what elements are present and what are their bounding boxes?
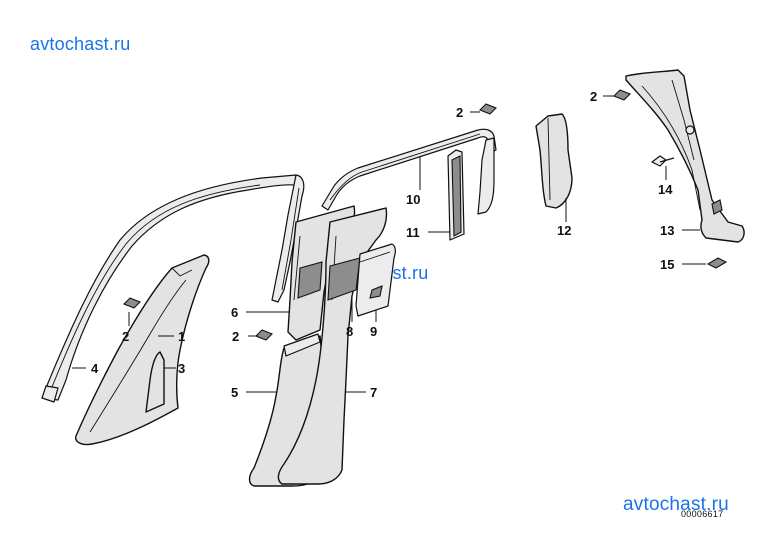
part-4-windshield-seal	[41, 174, 305, 403]
callout-3: 3	[178, 361, 185, 376]
part-9-cover-flap	[355, 243, 396, 317]
callout-12: 12	[557, 223, 571, 238]
callout-2d: 2	[590, 89, 597, 104]
part-11-pillar-weatherstrip	[447, 149, 465, 241]
callout-2a: 2	[122, 329, 129, 344]
callout-9: 9	[370, 324, 377, 339]
callout-1: 1	[178, 329, 185, 344]
callout-5: 5	[231, 385, 238, 400]
callout-2c: 2	[456, 105, 463, 120]
part-3-corner-trim	[145, 351, 165, 413]
callout-4: 4	[91, 361, 99, 376]
callout-6: 6	[231, 305, 238, 320]
part-2-clip-a	[123, 297, 141, 309]
part-10-roof-seal	[321, 128, 497, 215]
part-8-belt-guide	[297, 257, 361, 301]
part-2-clip-d	[613, 89, 631, 101]
part-2-clip-c	[479, 103, 497, 115]
watermark-top-left: avtochast.ru	[30, 34, 131, 54]
watermark-bottom-right: avtochast.ru	[623, 494, 729, 515]
part-14-screw	[651, 155, 675, 167]
part-12-c-pillar-trim	[535, 113, 573, 209]
callout-8: 8	[346, 324, 353, 339]
callout-14: 14	[658, 182, 673, 197]
callout-7: 7	[370, 385, 377, 400]
callout-15: 15	[660, 257, 674, 272]
part-1-a-pillar-trim	[75, 254, 210, 446]
callout-13: 13	[660, 223, 674, 238]
drawing-number: 00006617	[681, 509, 724, 519]
callout-11: 11	[406, 225, 420, 240]
callout-10: 10	[406, 192, 420, 207]
part-13-rear-quarter-trim	[625, 69, 745, 243]
part-2-clip-b	[255, 329, 273, 341]
callout-2b: 2	[232, 329, 239, 344]
part-15-clip	[706, 257, 728, 269]
